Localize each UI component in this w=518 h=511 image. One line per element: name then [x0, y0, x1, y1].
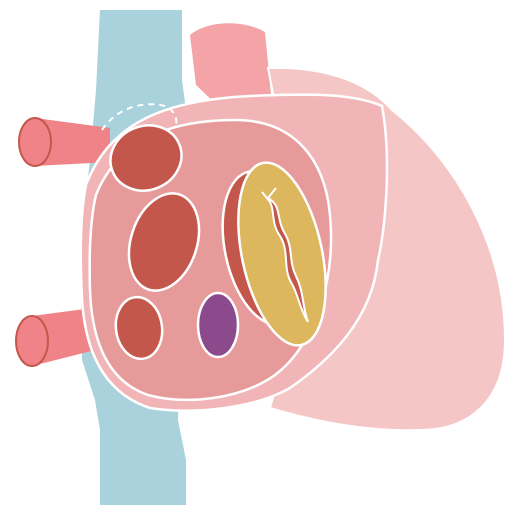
orifice-purple [198, 293, 238, 357]
